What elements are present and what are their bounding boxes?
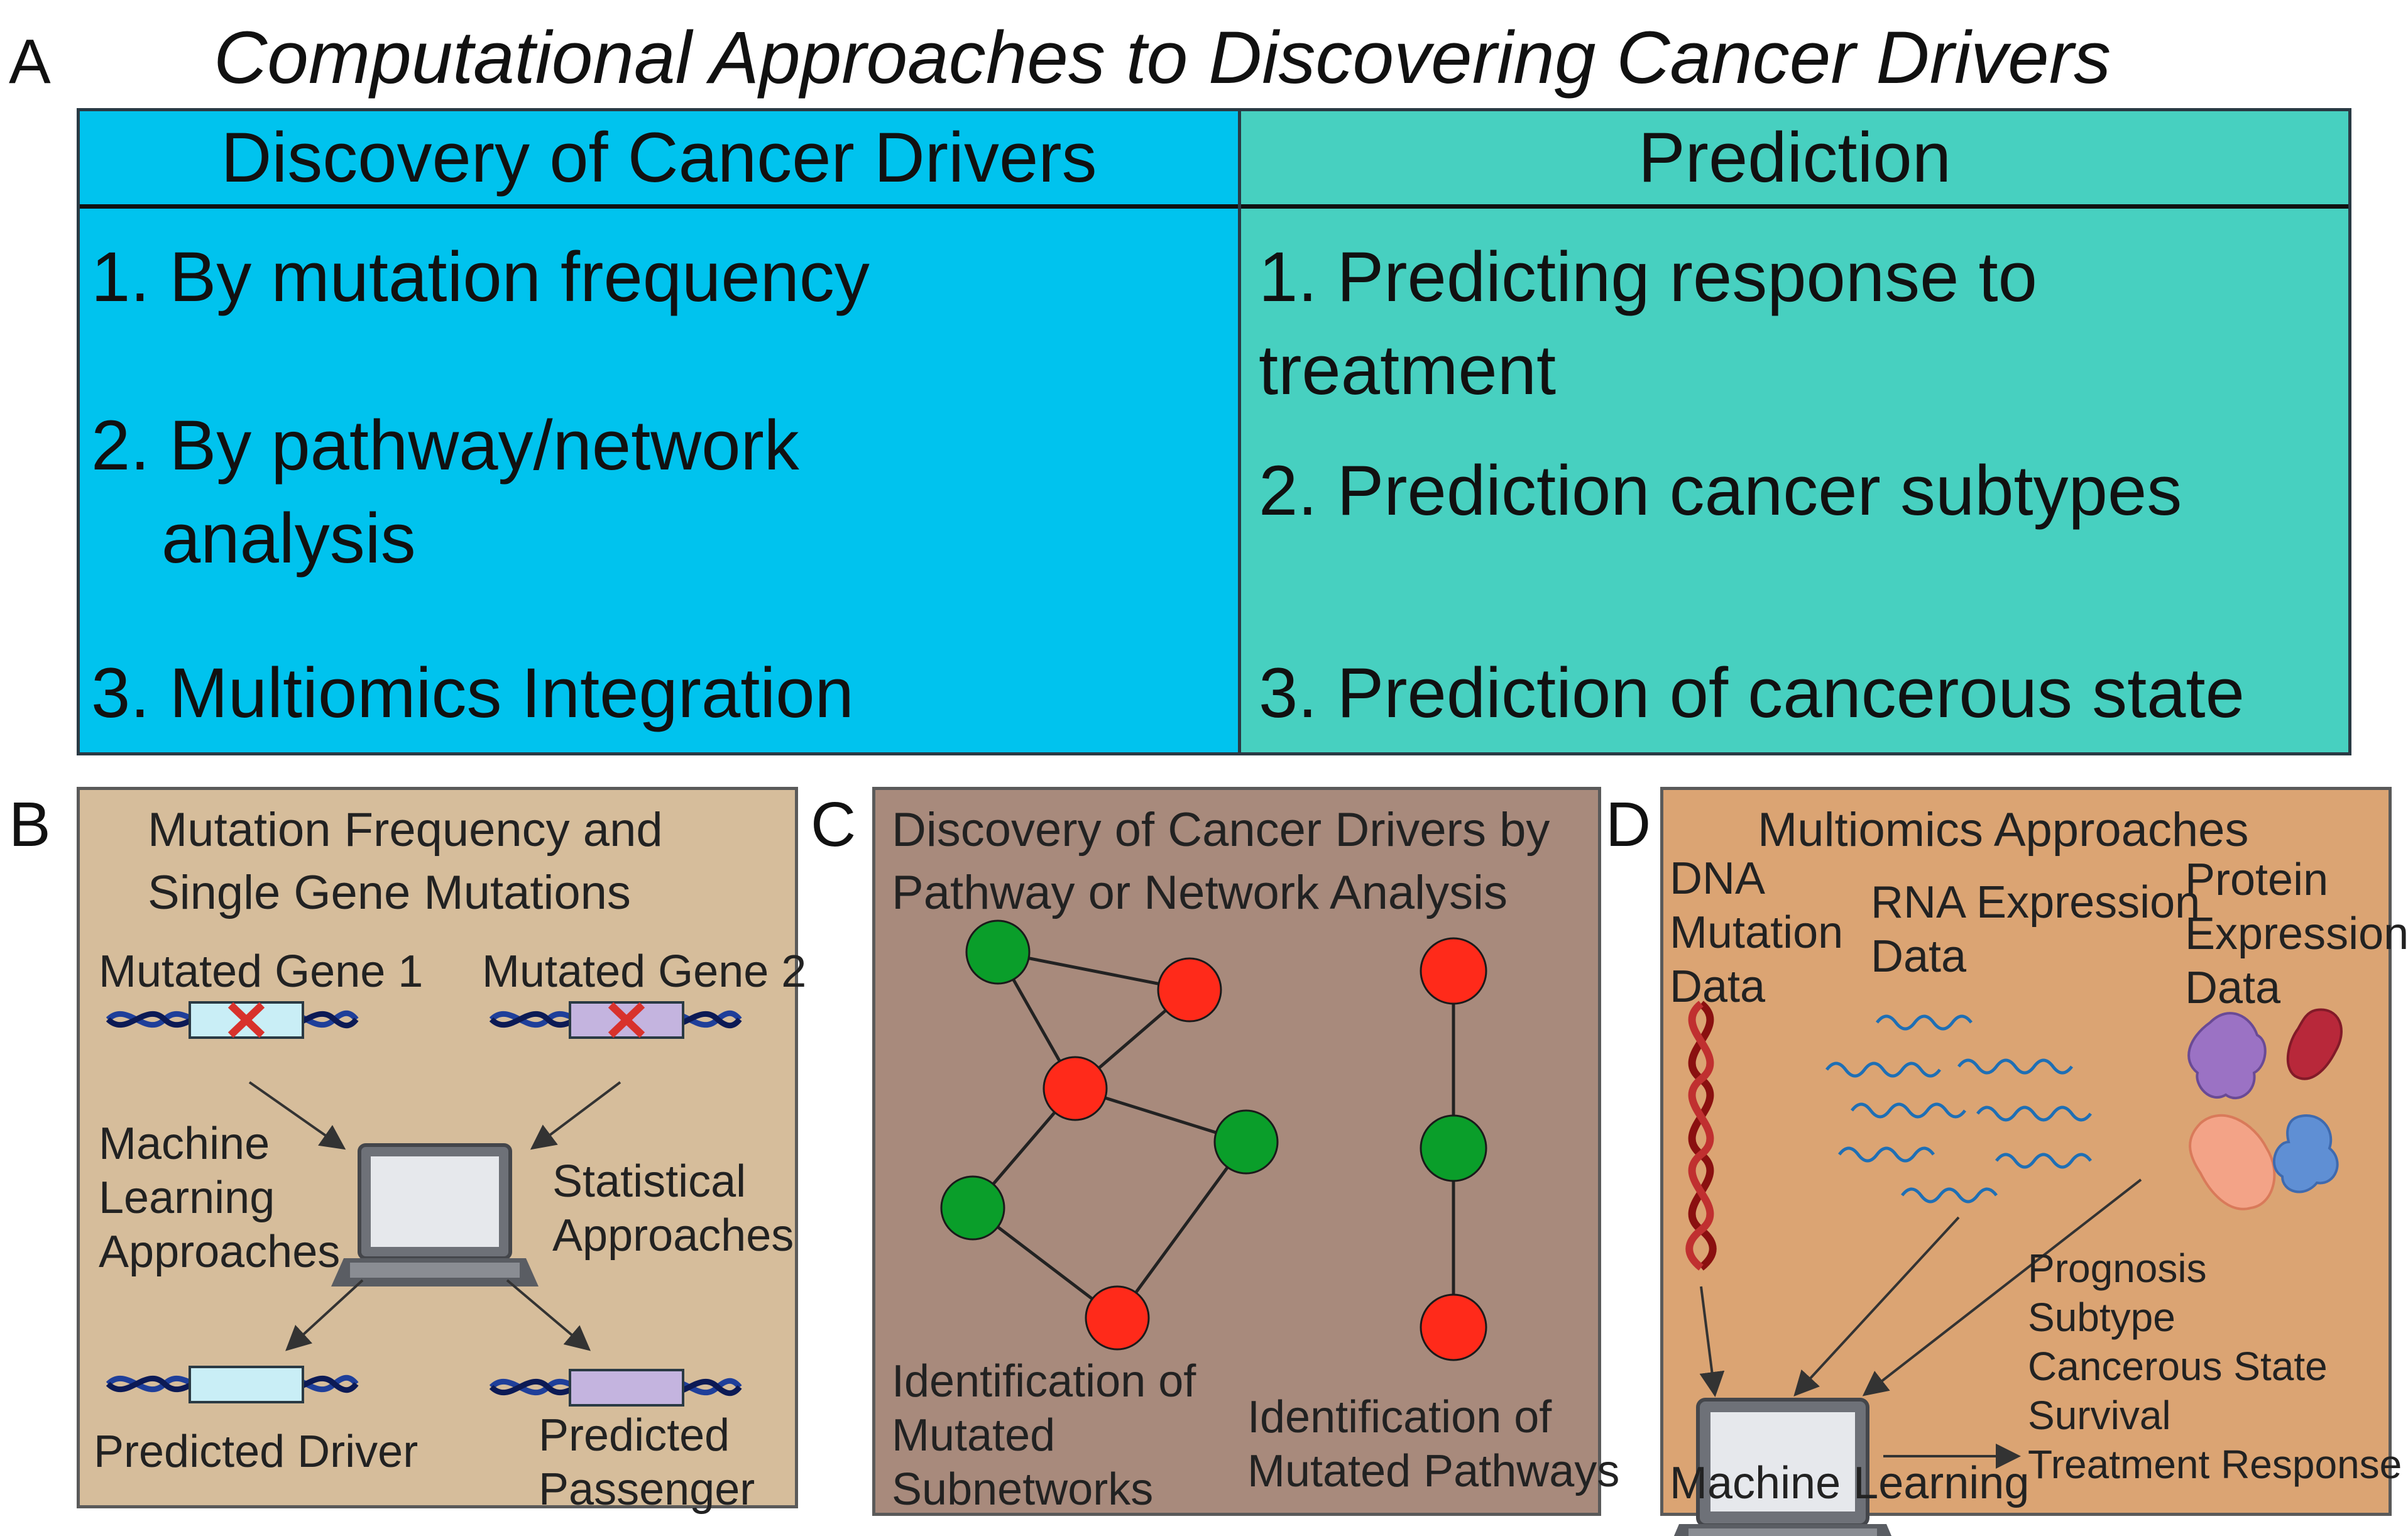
- dna-passenger-icon: [489, 1369, 742, 1407]
- pathway-node-red: [1420, 1293, 1487, 1361]
- output-cancerous-state: Cancerous State: [2028, 1344, 2328, 1389]
- dna-label-1: DNA: [1670, 853, 1766, 904]
- panel-letter-a: A: [9, 26, 51, 97]
- subnet-label-3: Subnetworks: [892, 1464, 1154, 1515]
- subnet-label-1: Identification of: [892, 1356, 1196, 1407]
- rna-label-2: Data: [1871, 931, 1967, 982]
- pathway-node-green: [1420, 1114, 1487, 1182]
- protein-peach-icon: [2189, 1114, 2276, 1210]
- stat-label-1: Statistical: [552, 1156, 747, 1207]
- protein-label-2: Expression: [2185, 909, 2408, 959]
- dna-gene2-icon: [489, 1001, 742, 1039]
- dna-driver-icon: [106, 1366, 359, 1403]
- prediction-item-3: 3. Prediction of cancerous state: [1259, 654, 2245, 732]
- protein-purple-icon: [2187, 1012, 2267, 1099]
- dna-label-2: Mutation: [1670, 908, 1844, 958]
- prediction-header: Prediction: [1241, 111, 2348, 209]
- network-node-green: [940, 1175, 1005, 1241]
- passenger-label-1: Predicted: [539, 1410, 730, 1461]
- summary-table: Discovery of Cancer Drivers 1. By mutati…: [77, 108, 2351, 755]
- discovery-item-2-cont: analysis: [161, 499, 416, 578]
- protein-blue-icon: [2272, 1114, 2339, 1193]
- pathway-label-2: Mutated Pathways: [1247, 1446, 1620, 1496]
- stat-label-2: Approaches: [552, 1210, 794, 1261]
- prediction-item-2: 2. Prediction cancer subtypes: [1259, 451, 2182, 530]
- panel-letter-b: B: [9, 789, 51, 860]
- rna-label-1: RNA Expression: [1871, 877, 2201, 928]
- panel-letter-c: C: [811, 789, 856, 860]
- ml-label-3: Approaches: [99, 1227, 341, 1277]
- discovery-header: Discovery of Cancer Drivers: [80, 111, 1238, 209]
- protein-label-3: Data: [2185, 963, 2281, 1013]
- prediction-item-1: 1. Predicting response to: [1259, 238, 2037, 316]
- dna-helix-icon: [1685, 1001, 1717, 1271]
- network-node-green: [965, 919, 1031, 985]
- network-node-green: [1213, 1109, 1279, 1175]
- panel-d-graphics: [1673, 1001, 2343, 1536]
- panel-b-title-2: Single Gene Mutations: [148, 866, 631, 919]
- ml-label-2: Learning: [99, 1173, 275, 1223]
- panel-multiomics: Multiomics Approaches DNA Mutation Data …: [1660, 787, 2408, 1536]
- subnet-label-2: Mutated: [892, 1410, 1056, 1461]
- discovery-item-1: 1. By mutation frequency: [91, 238, 870, 316]
- panel-b-title-1: Mutation Frequency and: [148, 803, 663, 857]
- pathway-node-red: [1420, 937, 1487, 1005]
- discovery-item-2: 2. By pathway/network: [91, 406, 799, 485]
- main-title: Computational Approaches to Discovering …: [214, 16, 2111, 99]
- protein-label-1: Protein: [2185, 855, 2329, 905]
- gene2-label: Mutated Gene 2: [482, 946, 807, 997]
- output-survival: Survival: [2028, 1393, 2171, 1438]
- discovery-column: Discovery of Cancer Drivers 1. By mutati…: [80, 111, 1241, 752]
- prediction-item-1-cont: treatment: [1259, 331, 1557, 409]
- laptop-icon: [331, 1143, 539, 1286]
- network-graph: [940, 919, 1487, 1361]
- network-node-red: [1157, 957, 1222, 1023]
- gene1-label: Mutated Gene 1: [99, 946, 424, 997]
- ml-label-1: Machine: [99, 1119, 270, 1169]
- panel-d-title: Multiomics Approaches: [1758, 803, 2249, 857]
- rna-strands-icon: [1825, 1014, 2092, 1204]
- output-subtype: Subtype: [2028, 1295, 2175, 1340]
- ml-label: Machine Learning: [1670, 1458, 2030, 1508]
- panel-c-title-1: Discovery of Cancer Drivers by: [892, 803, 1550, 857]
- prediction-column: Prediction 1. Predicting response to tre…: [1241, 111, 2348, 752]
- mutation-x-icon: [608, 1002, 645, 1038]
- pathway-label-1: Identification of: [1247, 1392, 1552, 1442]
- output-prognosis: Prognosis: [2028, 1246, 2207, 1291]
- mutation-x-icon: [227, 1002, 265, 1038]
- panel-mutation-frequency: Mutation Frequency and Single Gene Mutat…: [77, 787, 806, 1515]
- dna-gene1-icon: [106, 1001, 359, 1039]
- protein-red-icon: [2286, 1008, 2343, 1080]
- network-node-red: [1085, 1285, 1150, 1351]
- discovery-item-3: 3. Multiomics Integration: [91, 654, 854, 732]
- panel-b-graphics: [106, 1001, 742, 1407]
- passenger-label-2: Passenger: [539, 1464, 755, 1515]
- laptop-icon: [1673, 1398, 1892, 1536]
- driver-label: Predicted Driver: [94, 1427, 419, 1477]
- output-treatment-response: Treatment Response: [2028, 1442, 2402, 1487]
- panel-c-title-2: Pathway or Network Analysis: [892, 866, 1508, 919]
- panel-letter-d: D: [1606, 789, 1651, 860]
- panel-network-analysis: Discovery of Cancer Drivers by Pathway o…: [872, 787, 1619, 1516]
- network-node-red: [1043, 1056, 1108, 1121]
- dna-label-3: Data: [1670, 962, 1766, 1012]
